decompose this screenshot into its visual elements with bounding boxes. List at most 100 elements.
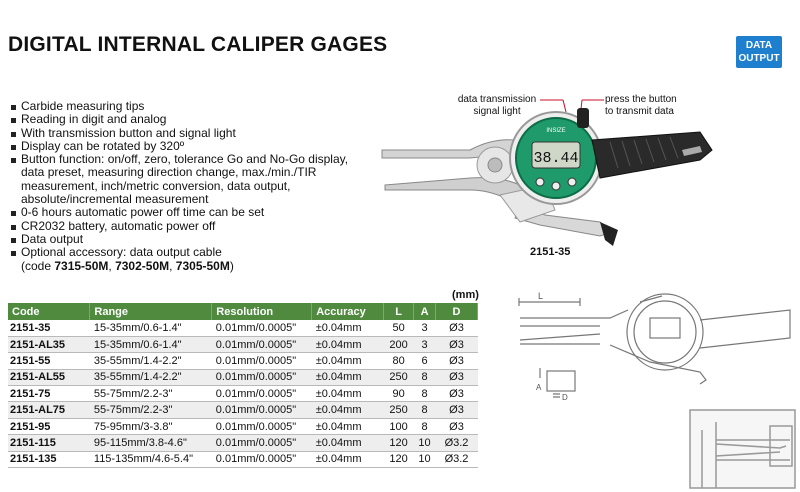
cell-accuracy: ±0.04mm [311,369,384,387]
cell-code: 2151-AL35 [8,336,90,354]
cell-l: 120 [383,451,414,469]
cell-a: 8 [413,369,436,387]
cell-range: 55-75mm/2.2-3" [89,401,212,419]
cell-code: 2151-135 [8,451,90,469]
cell-d: Ø3 [435,418,478,436]
cell-code: 2151-AL75 [8,401,90,419]
cell-a: 3 [413,336,436,354]
cell-resolution: 0.01mm/0.0005" [211,385,312,403]
cell-d: Ø3.2 [435,451,478,469]
codes-prefix: (code [21,258,55,273]
caliper-photo: 38.44 INSIZE [381,108,713,246]
cell-a: 10 [413,434,436,452]
spec-table: Code Range Resolution Accuracy L A D 215… [8,303,478,469]
cell-l: 80 [383,352,414,370]
cell-range: 75-95mm/3-3.8" [89,418,212,436]
cell-d: Ø3 [435,369,478,387]
page-title: DIGITAL INTERNAL CALIPER GAGES [8,33,388,56]
callout-text: to transmit data [605,106,674,117]
cell-d: Ø3 [435,385,478,403]
cell-range: 95-115mm/3.8-4.6" [89,434,212,452]
cell-accuracy: ±0.04mm [311,320,384,337]
header-a: A [413,303,437,320]
header-accuracy: Accuracy [311,303,385,320]
cell-accuracy: ±0.04mm [311,434,384,452]
cell-code: 2151-115 [8,434,90,452]
cell-accuracy: ±0.04mm [311,336,384,354]
cell-a: 8 [413,401,436,419]
badge-line-1: DATA [745,40,773,51]
cell-range: 15-35mm/0.6-1.4" [89,336,212,354]
cell-l: 90 [383,385,414,403]
cell-resolution: 0.01mm/0.0005" [211,352,312,370]
feature-item: Data output [10,232,430,246]
cell-a: 10 [413,451,436,469]
display-reading: 38.44 [533,150,578,167]
code-7302: 7302-50M [115,258,170,273]
feature-item-continued: absolute/incremental measurement [21,192,209,207]
cell-resolution: 0.01mm/0.0005" [211,434,312,452]
feature-item: Display can be rotated by 320º [10,139,430,153]
dim-label-l: L [538,291,543,301]
cell-range: 15-35mm/0.6-1.4" [89,320,212,337]
cell-l: 50 [383,320,414,337]
cell-accuracy: ±0.04mm [311,385,384,403]
code-7305: 7305-50M [175,258,230,273]
cell-resolution: 0.01mm/0.0005" [211,336,312,354]
cell-d: Ø3.2 [435,434,478,452]
transmit-button-callout: press the button to transmit data [605,94,705,118]
cell-l: 250 [383,369,414,387]
feature-item: Carbide measuring tips [10,99,430,113]
dim-label-a: A [536,383,542,392]
cell-resolution: 0.01mm/0.0005" [211,451,312,469]
feature-item-continued: data preset, measuring direction change,… [21,165,317,180]
badge-line-2: OUTPUT [738,53,780,64]
code-7315: 7315-50M [54,258,109,273]
cell-resolution: 0.01mm/0.0005" [211,418,312,436]
cell-d: Ø3 [435,320,478,337]
cell-code: 2151-95 [8,418,90,436]
codes-sep: , [169,258,176,273]
callout-text: data transmission [457,94,537,105]
callout-text: press the button [605,94,677,105]
cell-a: 8 [413,385,436,403]
cell-l: 100 [383,418,414,436]
header-l: L [383,303,415,320]
cell-resolution: 0.01mm/0.0005" [211,401,312,419]
cell-accuracy: ±0.04mm [311,401,384,419]
feature-list: Carbide measuring tips Reading in digit … [10,99,430,273]
header-resolution: Resolution [211,303,313,320]
data-output-badge: DATA OUTPUT [736,36,782,68]
feature-item: Reading in digit and analog [10,112,430,126]
feature-item: With transmission button and signal ligh… [10,126,430,140]
accessory-codes: (code 7315-50M, 7302-50M, 7305-50M) [10,258,430,273]
unit-label: (mm) [452,289,479,301]
model-label: 2151-35 [530,246,571,258]
cell-d: Ø3 [435,352,478,370]
feature-item: CR2032 battery, automatic power off [10,219,430,233]
cell-resolution: 0.01mm/0.0005" [211,320,312,337]
signal-light-callout: data transmission signal light [452,94,542,118]
usage-illustration [689,409,796,489]
dim-label-d: D [562,393,568,402]
dimension-drawing: L A D [518,291,791,402]
cell-accuracy: ±0.04mm [311,352,384,370]
cell-l: 120 [383,434,414,452]
cell-range: 55-75mm/2.2-3" [89,385,212,403]
cell-l: 250 [383,401,414,419]
cell-resolution: 0.01mm/0.0005" [211,369,312,387]
cell-d: Ø3 [435,401,478,419]
feature-item: Optional accessory: data output cable [10,245,430,259]
header-range: Range [89,303,213,320]
cell-code: 2151-AL55 [8,369,90,387]
cell-d: Ø3 [435,336,478,354]
